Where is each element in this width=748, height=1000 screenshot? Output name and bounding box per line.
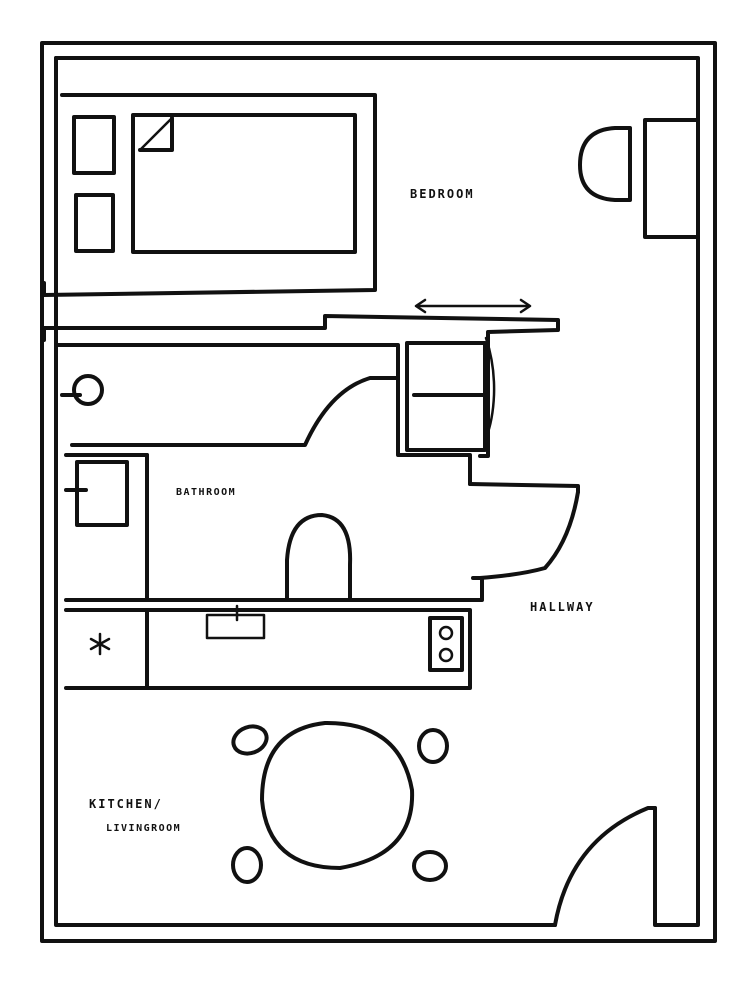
closet [405, 336, 496, 452]
shower-drain [60, 374, 104, 406]
nightstand-bottom [74, 193, 115, 253]
chair-top-right [417, 728, 449, 764]
dining-table [260, 720, 415, 870]
bathroom-label: BATHROOM [176, 487, 236, 498]
desk [643, 118, 700, 239]
nightstand-top [72, 115, 116, 175]
bathroom-sink [64, 460, 129, 527]
bathroom-walls [56, 343, 580, 602]
chair-bottom-left [231, 846, 263, 884]
asterisk-icon [89, 632, 111, 656]
bedroom-label: BEDROOM [410, 187, 475, 201]
chair-bottom-right [412, 850, 448, 882]
livingroom-label: LIVINGROOM [106, 823, 181, 834]
bedroom-wall [42, 93, 560, 458]
kitchen-label: KITCHEN/ [89, 797, 163, 811]
chair-top-left [231, 724, 269, 756]
bed [131, 113, 357, 254]
desk-chair [578, 126, 632, 202]
stove [428, 616, 464, 672]
kitchen-counter [64, 608, 472, 690]
entrance-door-swing [553, 806, 657, 927]
bathroom-door-swing [478, 490, 580, 580]
sliding-door-arrow [414, 298, 532, 314]
outer-walls [40, 41, 717, 943]
hallway-label: HALLWAY [530, 600, 595, 614]
toilet [285, 513, 353, 600]
kitchen-sink [205, 604, 266, 640]
